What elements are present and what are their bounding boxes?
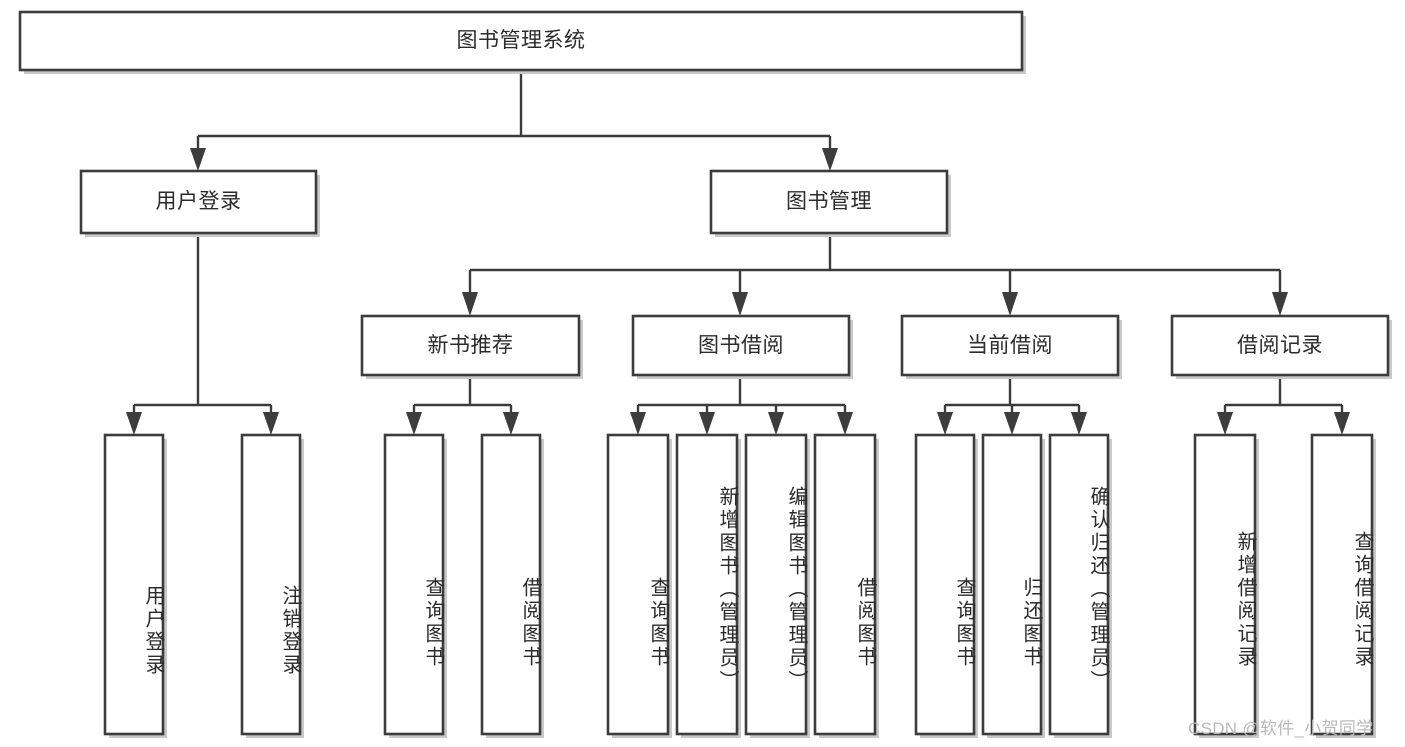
box-leaf-return-book[interactable] — [981, 433, 1043, 736]
arrow-head-leaf-query-record — [1334, 412, 1350, 435]
box-leaf-query-book-2[interactable] — [606, 433, 670, 736]
box-book-borrow[interactable] — [631, 314, 851, 377]
box-leaf-query-book-1[interactable] — [383, 433, 445, 736]
box-root[interactable] — [18, 10, 1024, 72]
arrow-head-leaf-user-login — [126, 412, 142, 435]
arrow-head-leaf-edit-book — [768, 412, 784, 435]
arrow-head-leaf-add-book — [699, 412, 715, 435]
arrow-head-user-login — [190, 148, 206, 171]
box-new-book-recommend[interactable] — [360, 314, 581, 377]
box-leaf-borrow-book-1[interactable] — [480, 433, 542, 736]
arrow-head-leaf-query-book-2 — [630, 412, 646, 435]
box-leaf-query-record[interactable] — [1310, 433, 1374, 736]
box-leaf-query-book-3[interactable] — [914, 433, 976, 736]
arrow-head-borrow-record — [1272, 292, 1288, 316]
node-box-group — [18, 10, 1392, 738]
arrow-head-leaf-confirm-return — [1071, 412, 1087, 435]
arrow-head-leaf-add-record — [1217, 412, 1233, 435]
box-leaf-add-record[interactable] — [1193, 433, 1257, 736]
arrow-head-leaf-user-logout — [263, 412, 279, 435]
box-leaf-add-book[interactable] — [675, 433, 739, 736]
arrow-head-leaf-return-book — [1004, 412, 1020, 435]
box-leaf-user-logout[interactable] — [240, 433, 302, 736]
box-leaf-confirm-return[interactable] — [1048, 433, 1110, 736]
arrow-head-leaf-query-book-1 — [406, 412, 422, 435]
arrow-head-book-management — [822, 148, 838, 171]
arrow-head-leaf-query-book-3 — [937, 412, 953, 435]
arrow-head-book-borrow — [732, 292, 748, 316]
box-borrow-record[interactable] — [1170, 314, 1390, 377]
arrow-head-new-book-recommend — [462, 292, 478, 316]
box-book-management[interactable] — [709, 169, 949, 235]
box-current-borrow[interactable] — [900, 314, 1120, 377]
box-user-login[interactable] — [79, 169, 318, 235]
box-leaf-borrow-book-2[interactable] — [813, 433, 877, 736]
arrow-head-current-borrow — [1002, 292, 1018, 316]
arrow-head-leaf-borrow-book-2 — [837, 412, 853, 435]
box-leaf-edit-book[interactable] — [744, 433, 808, 736]
connector-group — [126, 70, 1350, 435]
box-leaf-user-login[interactable] — [103, 433, 165, 736]
arrow-head-leaf-borrow-book-1 — [503, 412, 519, 435]
csdn-watermark: CSDN @软件_小贺同学 — [1188, 719, 1374, 738]
